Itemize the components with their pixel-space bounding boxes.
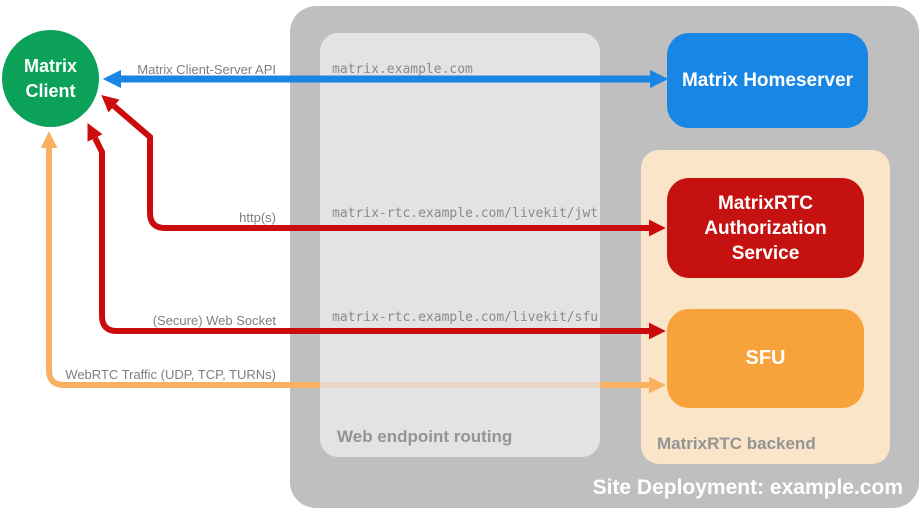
route-livekit-jwt: matrix-rtc.example.com/livekit/jwt [332, 206, 599, 221]
route-matrix-example-com: matrix.example.com [332, 62, 473, 77]
web-endpoint-routing-container: Web endpoint routing [320, 33, 600, 457]
matrix-client-label-line1: Matrix [23, 55, 77, 76]
auth-service-label-line2: Authorization [704, 217, 827, 239]
sfu-node: SFU [667, 309, 864, 408]
matrixrtc-backend-label: MatrixRTC backend [657, 434, 816, 453]
edge-label-client-server-api: Matrix Client-Server API [137, 62, 276, 77]
matrix-homeserver-label: Matrix Homeserver [681, 69, 854, 91]
sfu-label: SFU [745, 347, 786, 369]
matrix-client-label-line2: Client [25, 80, 76, 101]
matrixrtc-authorization-service-node: MatrixRTC Authorization Service [667, 178, 864, 278]
edge-label-http-s: http(s) [239, 210, 276, 225]
edge-label-webrtc-traffic: WebRTC Traffic (UDP, TCP, TURNs) [65, 367, 276, 382]
matrix-homeserver-node: Matrix Homeserver [667, 33, 868, 128]
matrix-client-node: Matrix Client [2, 30, 99, 127]
web-endpoint-routing-label: Web endpoint routing [337, 427, 513, 446]
site-deployment-label: Site Deployment: example.com [592, 476, 903, 499]
auth-service-label-line3: Service [731, 242, 800, 264]
auth-service-label-line1: MatrixRTC [717, 192, 813, 214]
arrow-webrtc-traffic-left [40, 131, 320, 388]
route-livekit-sfu: matrix-rtc.example.com/livekit/sfu [332, 310, 599, 325]
edge-label-secure-web-socket: (Secure) Web Socket [152, 313, 276, 328]
